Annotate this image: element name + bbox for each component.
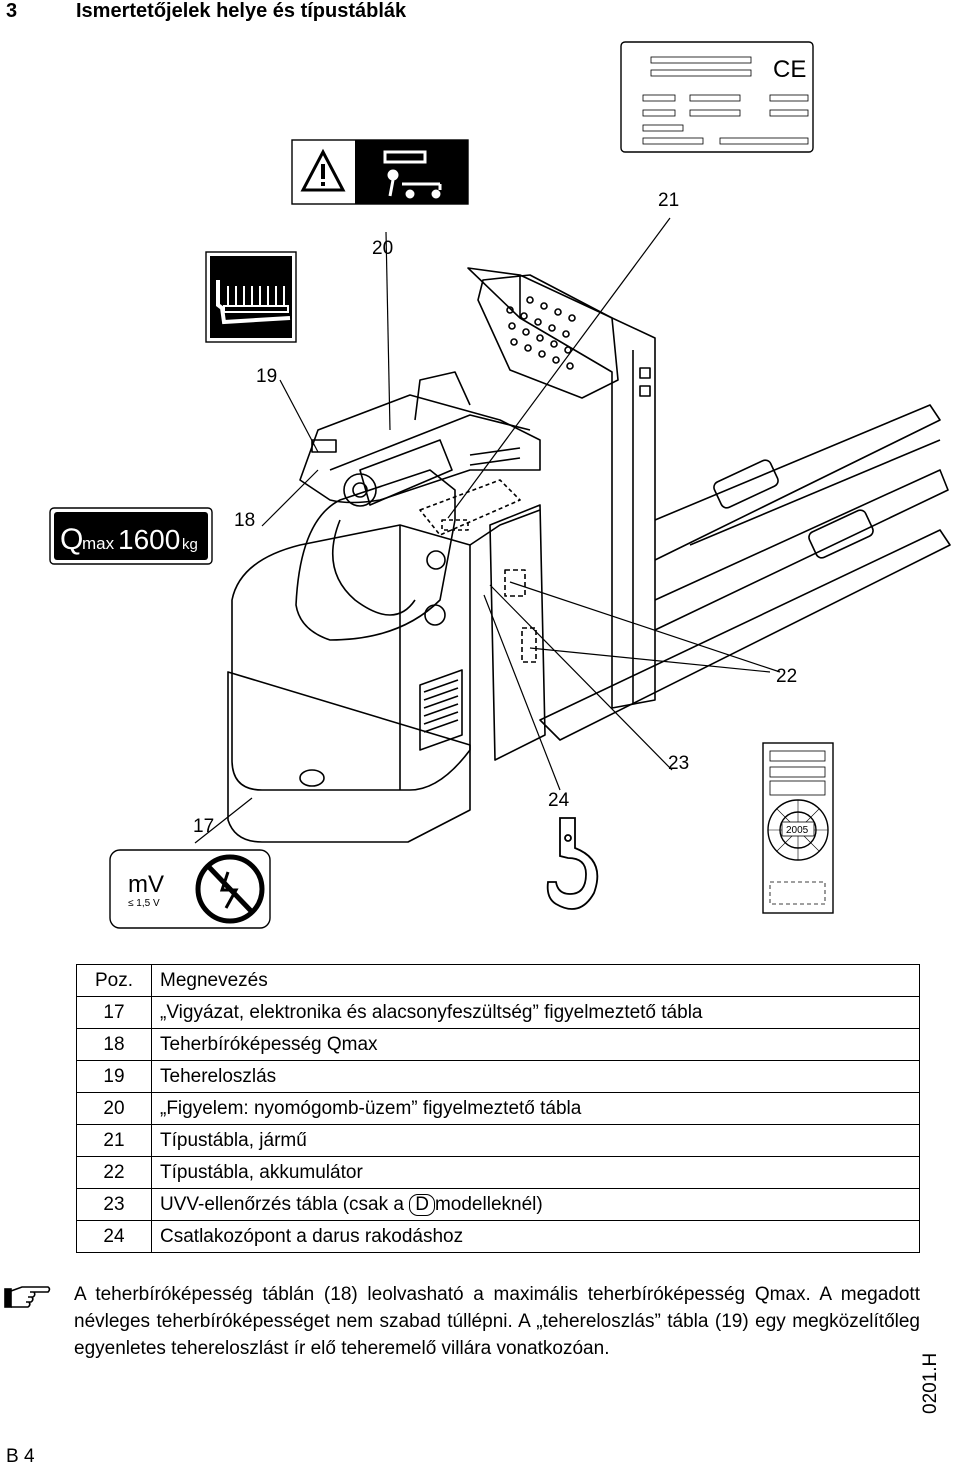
- qmax-sub: max: [82, 534, 115, 553]
- callout-17: 17: [193, 816, 215, 837]
- section-number: 3: [6, 0, 18, 22]
- table-row: 18 Teherbíróképesség Qmax: [76, 1028, 920, 1061]
- page-number: B 4: [6, 1446, 35, 1467]
- legend-header-name: Megnevezés: [151, 964, 920, 997]
- legend-name: Csatlakozópont a darus rakodáshoz: [151, 1220, 920, 1253]
- legend-header-row: Poz. Megnevezés: [76, 964, 920, 997]
- legend-name: Típustábla, akkumulátor: [151, 1156, 920, 1189]
- qmax-unit: kg: [182, 536, 198, 553]
- legend-name: „Figyelem: nyomógomb-üzem” figyelmeztető…: [151, 1092, 920, 1125]
- backrest-holes: [506, 296, 576, 370]
- low-voltage-warning-plate: mV ≤ 1,5 V: [109, 849, 271, 929]
- section-title: Ismertetőjelek helye és típustáblák: [76, 0, 407, 22]
- legend-name: Típustábla, jármű: [151, 1124, 920, 1157]
- mast-outline: [467, 267, 656, 709]
- warning-triangle-icon: [300, 148, 346, 192]
- legend-name: Tehereloszlás: [151, 1060, 920, 1093]
- legend-pos: 19: [76, 1060, 152, 1093]
- load-distribution-plate: [205, 251, 297, 343]
- legend-name-after: modelleknél): [434, 1193, 543, 1215]
- legend-pos: 17: [76, 996, 152, 1029]
- drive-cover: [295, 469, 456, 641]
- qmax-value: 1600: [118, 524, 180, 555]
- crane-hook-icon: [546, 817, 599, 910]
- callout-20: 20: [372, 238, 394, 259]
- load-backrest: [477, 274, 619, 399]
- battery-box: [489, 504, 546, 761]
- table-row: 20 „Figyelem: nyomógomb-üzem” figyelmezt…: [76, 1092, 920, 1125]
- legend-pos: 24: [76, 1220, 152, 1253]
- legend-name: Teherbíróképesség Qmax: [151, 1028, 920, 1061]
- legend-pos: 18: [76, 1028, 152, 1061]
- fork-lower: [539, 529, 951, 741]
- legend-name-before: UVV-ellenőrzés tábla (csak a: [160, 1193, 410, 1215]
- chassis-base: [227, 671, 471, 843]
- vehicle-type-plate: CE: [620, 41, 814, 153]
- callout-18: 18: [234, 510, 256, 531]
- leader-lines: [194, 217, 781, 844]
- tiller-pivot: [343, 473, 377, 507]
- legend-header-pos: Poz.: [76, 964, 152, 997]
- truck-illustration: CE Q max 16: [49, 41, 951, 929]
- callout-24: 24: [548, 790, 570, 811]
- legend-name: „Vigyázat, elektronika és alacsonyfeszül…: [151, 996, 920, 1029]
- callout-19: 19: [256, 366, 278, 387]
- pedestrian-truck-icon: [383, 150, 442, 199]
- mv-limit: ≤ 1,5 V: [128, 898, 160, 909]
- mv-label: mV: [128, 871, 164, 898]
- callout-23: 23: [668, 753, 690, 774]
- legend-pos: 23: [76, 1188, 152, 1221]
- no-welding-icon: [195, 854, 265, 924]
- country-code-badge: D: [409, 1193, 435, 1216]
- legend-pos: 22: [76, 1156, 152, 1189]
- callout-22: 22: [776, 666, 798, 687]
- table-row: 19 Tehereloszlás: [76, 1060, 920, 1093]
- legend-pos: 20: [76, 1092, 152, 1125]
- fork-upper: [654, 404, 941, 561]
- push-button-warning-plate: [291, 139, 469, 205]
- legend-table: Poz. Megnevezés 17 „Vigyázat, elektronik…: [76, 964, 920, 1253]
- chassis-body: [231, 524, 471, 791]
- uvv-inspection-plate: 2005: [762, 742, 834, 914]
- callout-21: 21: [658, 190, 680, 211]
- qmax-plate: Q max 1600 kg: [49, 507, 213, 565]
- table-row: 17 „Vigyázat, elektronika és alacsonyfes…: [76, 996, 920, 1029]
- legend-pos: 21: [76, 1124, 152, 1157]
- table-row: 24 Csatlakozópont a darus rakodáshoz: [76, 1220, 920, 1253]
- section-heading: 3 Ismertetőjelek helye és típustáblák: [6, 0, 406, 23]
- info-note: A teherbíróképesség táblán (18) leolvash…: [74, 1284, 920, 1359]
- table-row: 21 Típustábla, jármű: [76, 1124, 920, 1157]
- document-code: 0201.H: [920, 1352, 941, 1414]
- table-row: 22 Típustábla, akkumulátor: [76, 1156, 920, 1189]
- pointing-hand-icon: [4, 1286, 51, 1308]
- uvv-year: 2005: [786, 825, 809, 836]
- qmax-q: Q: [60, 523, 83, 556]
- svg-text:CE: CE: [773, 56, 806, 83]
- load-arrows-icon: [223, 286, 289, 313]
- tiller-head: [299, 394, 541, 504]
